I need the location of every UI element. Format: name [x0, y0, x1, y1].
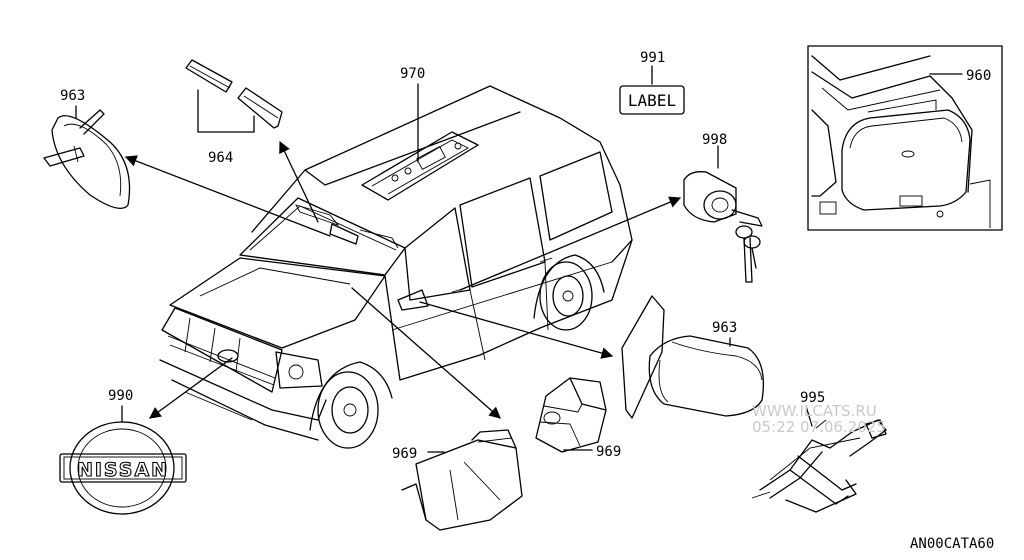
callout-labels: 963 964 970 991 998 960 963 990 969 969 … [60, 50, 994, 552]
callout-998: 998 [702, 132, 727, 148]
emblem-text: NISSAN [77, 459, 169, 481]
inside-rearview-mirror [43, 109, 131, 209]
door-mirror [621, 295, 765, 419]
callout-969-console: 969 [392, 446, 417, 462]
callout-990: 990 [108, 388, 133, 404]
watermark-timestamp: 05:22 07.06.2025 [752, 418, 886, 436]
label-tag: LABEL [619, 65, 685, 115]
label-tag-text: LABEL [628, 91, 676, 110]
drawing-id: AN00CATA60 [910, 536, 994, 552]
nissan-emblem: NISSAN [59, 421, 187, 515]
callout-964: 964 [208, 150, 233, 166]
watermark: WWW.ILCATS.RU 05:22 07.06.2025 [752, 402, 886, 436]
callout-970: 970 [400, 66, 425, 82]
leader-arrows [124, 140, 682, 419]
rear-view-inset [807, 45, 1003, 231]
callout-963-outer: 963 [712, 320, 737, 336]
watermark-site: WWW.ILCATS.RU [752, 402, 877, 420]
key-cylinder [683, 145, 763, 283]
callout-995: 995 [800, 390, 825, 406]
console-box [401, 429, 523, 531]
console-lid [535, 377, 607, 453]
vehicle-illustration [159, 85, 633, 449]
callout-969-box: 969 [596, 444, 621, 460]
sunvisor-pieces [185, 59, 283, 133]
callout-963-mirror: 963 [60, 88, 85, 104]
jack-assembly [751, 405, 887, 513]
callout-960: 960 [966, 68, 991, 84]
callout-991: 991 [640, 50, 665, 66]
